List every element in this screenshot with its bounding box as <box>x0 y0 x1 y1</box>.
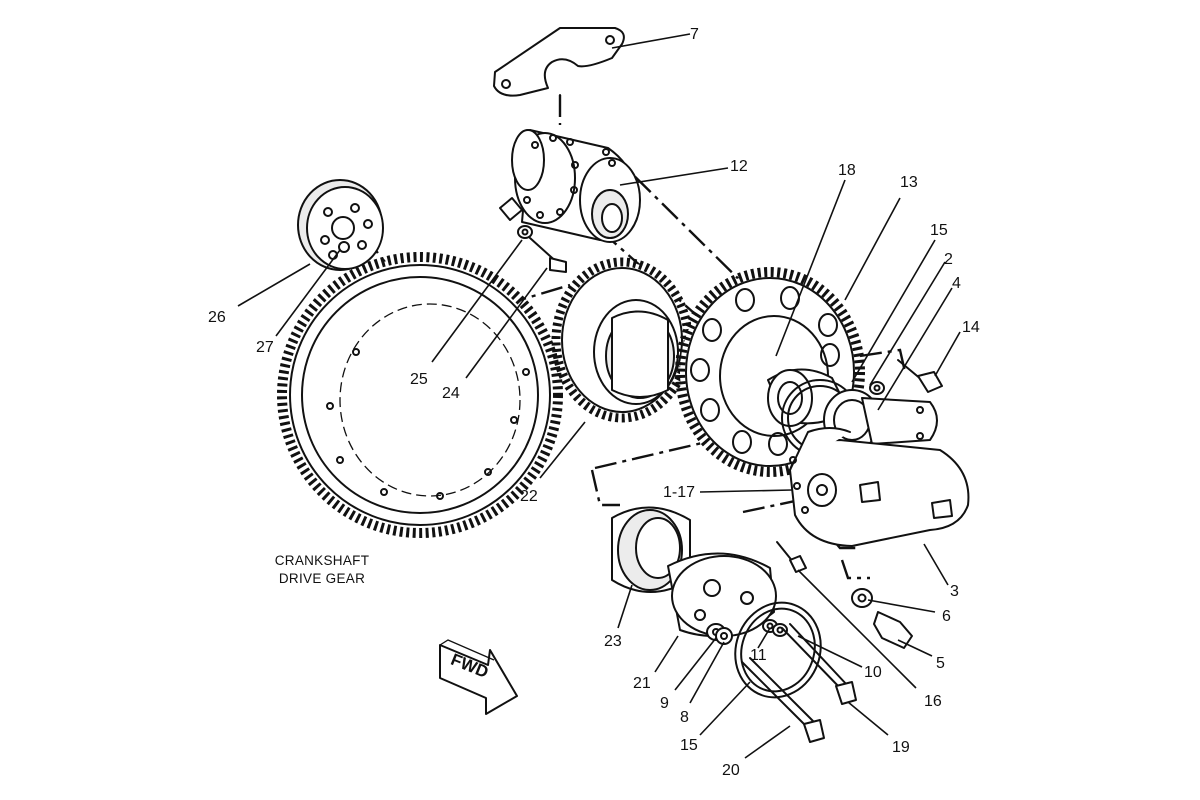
callout-5: 5 <box>936 655 945 672</box>
part-24-bolt <box>529 237 567 273</box>
callout-8: 8 <box>680 709 689 726</box>
caption-line-1: CRANKSHAFT <box>275 553 370 568</box>
callout-26: 26 <box>208 309 226 326</box>
bolt-holes <box>523 134 616 219</box>
part-8-nut <box>715 627 733 645</box>
part-16-stud <box>776 541 807 573</box>
part-7-gasket-plate <box>493 27 625 116</box>
callout-10: 10 <box>864 664 882 681</box>
callout-19: 19 <box>892 739 910 756</box>
part-4-thrust-plate <box>861 397 938 445</box>
part-22-idler-gear <box>551 257 693 423</box>
part-25-washer <box>517 225 533 239</box>
callout-13: 13 <box>900 174 918 191</box>
callout-12: 12 <box>730 158 748 175</box>
callout-22: 22 <box>520 488 538 505</box>
part-19-bolt <box>781 623 857 705</box>
part-26-cover-plate <box>297 179 384 271</box>
crankshaft-drive-gear <box>277 252 563 538</box>
callout-16: 16 <box>924 693 942 710</box>
callout-1-17: 1-17 <box>663 484 695 501</box>
part-21-idler-shaft <box>667 552 777 637</box>
part-12-idler-housing <box>499 129 641 243</box>
part-20-bolt <box>741 657 825 743</box>
callout-25: 25 <box>410 371 428 388</box>
part-5-plug <box>873 611 913 649</box>
callout-15-upper: 15 <box>930 222 948 239</box>
fwd-direction-arrow: FWD <box>439 639 518 715</box>
callout-20: 20 <box>722 762 740 779</box>
callout-18: 18 <box>838 162 856 179</box>
callout-14: 14 <box>962 319 980 336</box>
callout-11: 11 <box>750 647 767 664</box>
callout-15-lower: 15 <box>680 737 698 754</box>
part-10-washer <box>772 623 788 637</box>
part-14-bolt <box>869 359 943 395</box>
caption-line-2: DRIVE GEAR <box>279 571 365 586</box>
callout-27: 27 <box>256 339 274 356</box>
callout-labels: 7 12 18 13 15 2 4 14 1-17 3 6 5 16 10 11… <box>208 26 980 779</box>
callout-2: 2 <box>944 251 953 268</box>
part-6-washer <box>851 588 873 608</box>
callout-24: 24 <box>442 385 460 402</box>
leader-lines <box>237 33 961 759</box>
part-27-plug <box>338 241 350 253</box>
callout-3: 3 <box>950 583 959 600</box>
part-3-cover-housing <box>789 427 970 547</box>
callout-4: 4 <box>952 275 961 292</box>
callout-6: 6 <box>942 608 951 625</box>
caption: CRANKSHAFT DRIVE GEAR <box>275 553 370 586</box>
callout-23: 23 <box>604 633 622 650</box>
part-23-sleeve-bushing <box>611 506 691 593</box>
callout-9: 9 <box>660 695 669 712</box>
callout-21: 21 <box>633 675 651 692</box>
callout-7: 7 <box>690 26 699 43</box>
